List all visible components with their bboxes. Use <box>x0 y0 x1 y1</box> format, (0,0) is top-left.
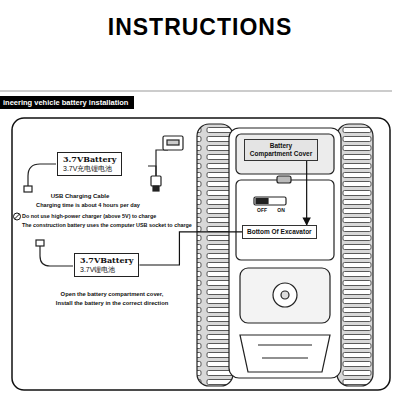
note-text: Install the battery in the correct direc… <box>56 300 168 307</box>
arrow <box>306 161 307 225</box>
note-text: USB Charging Cable <box>51 193 110 201</box>
divider-line <box>0 90 392 91</box>
excavator <box>197 124 373 386</box>
node-text: 3.7VBattery <box>63 155 116 165</box>
node-text: ineering vehicle battery installation <box>3 98 128 107</box>
wire <box>139 232 242 265</box>
node-text: 3.7V锂电池 <box>80 266 133 274</box>
node-text: Battery Compartment Cover <box>249 142 313 158</box>
node-text: Bottom Of Excavator <box>247 228 312 236</box>
node-text: 3.7V充电锂电池 <box>63 165 116 173</box>
section-banner: ineering vehicle battery installation <box>0 96 134 109</box>
page-title: INSTRUCTIONS <box>0 14 400 41</box>
compartment-cover-box: Battery Compartment Cover <box>244 139 318 161</box>
note-text: Charging time is about 4 hours per day <box>36 202 140 209</box>
switch-label: ON <box>277 207 285 213</box>
note-text: Open the battery compartment cover, <box>61 291 164 298</box>
note-text: The construction battery uses the comput… <box>22 222 194 229</box>
battery-box: 3.7VBattery3.7V充电锂电池 <box>57 152 122 176</box>
excavator-bottom-box: Bottom Of Excavator <box>242 225 317 239</box>
frame <box>12 118 390 390</box>
battery-box: 3.7VBattery3.7V锂电池 <box>74 253 139 277</box>
switch-label: OFF <box>257 207 267 213</box>
prohibition-symbol <box>14 213 21 220</box>
usb-cable <box>24 136 183 192</box>
node-text: 3.7VBattery <box>80 256 133 266</box>
note-text: Do not use high-power charger (above 5V)… <box>22 213 156 220</box>
battery-plug <box>36 240 73 266</box>
